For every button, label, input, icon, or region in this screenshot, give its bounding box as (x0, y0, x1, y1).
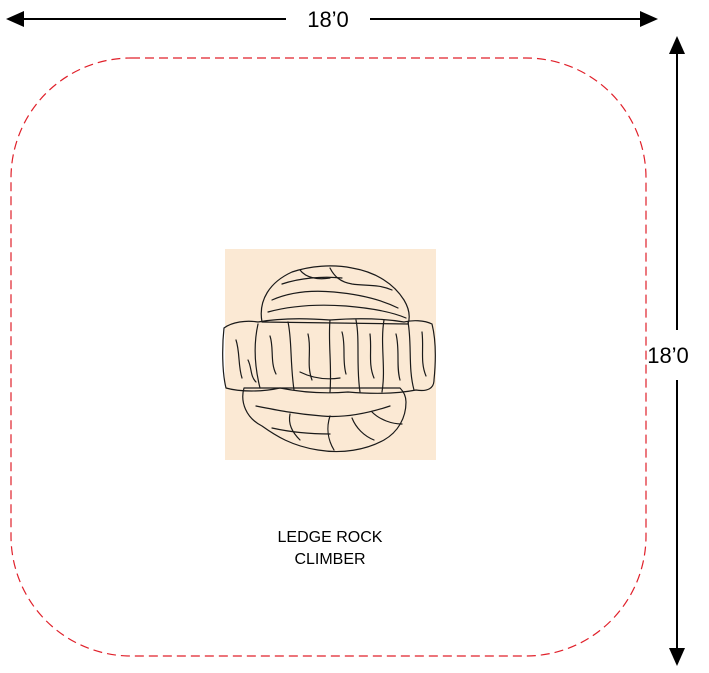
down-arrowhead-icon (669, 648, 685, 666)
up-arrowhead-icon (669, 36, 685, 54)
equipment-name-line1: LEDGE ROCK (278, 529, 383, 546)
depth-dimension: 18’0 (647, 36, 689, 666)
safety-use-zone (10, 57, 647, 657)
left-arrowhead-icon (6, 11, 24, 27)
width-dimension-label: 18’0 (307, 7, 349, 32)
equipment-name-line2: CLIMBER (294, 551, 365, 568)
width-dimension: 18’0 (6, 7, 658, 32)
right-arrowhead-icon (640, 11, 658, 27)
rock-climber-icon (222, 265, 436, 453)
depth-dimension-label: 18’0 (647, 343, 689, 368)
